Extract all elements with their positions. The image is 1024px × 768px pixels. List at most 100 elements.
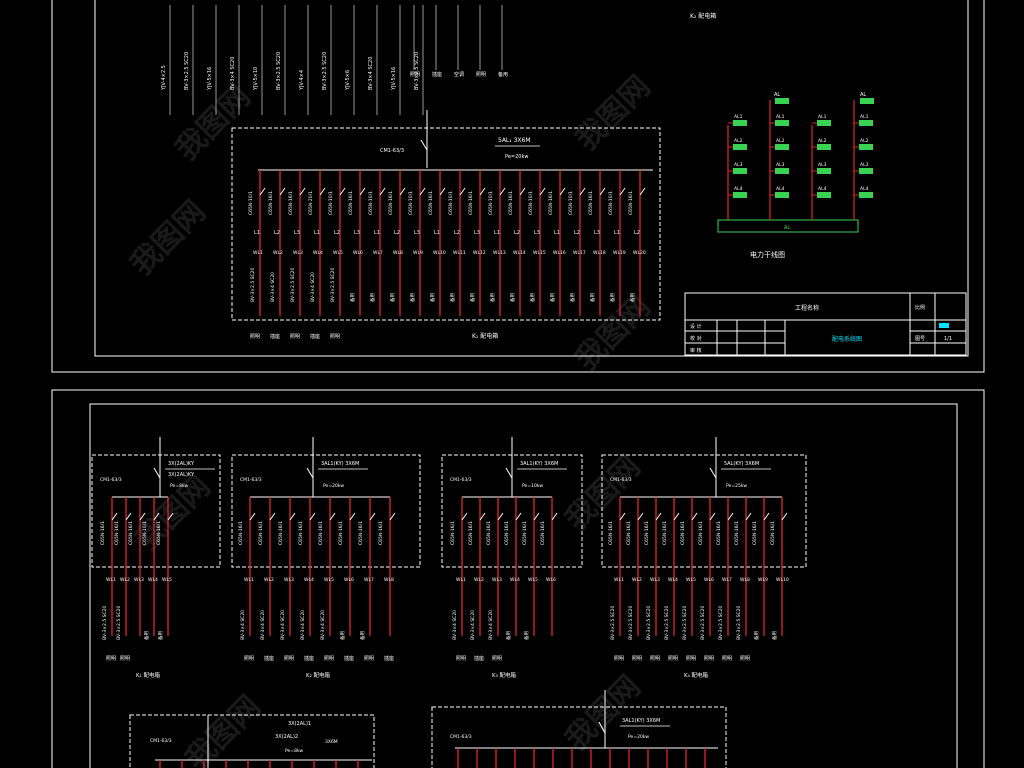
- drawing-name: 配电系统图: [832, 335, 862, 343]
- circuit-id: WL3: [293, 250, 303, 256]
- cable-label: 备用: [771, 631, 778, 640]
- riser-node-label: AL4: [776, 186, 785, 192]
- phase-label: L2: [574, 230, 580, 236]
- box-caption: K₁ 配电箱: [136, 671, 161, 679]
- cable-label: 备用: [389, 293, 396, 302]
- circuit-id: WL13: [493, 250, 506, 256]
- panel-box-frame: [129, 714, 375, 768]
- main-breaker-label: CM1-63/3: [380, 148, 404, 154]
- main-breaker-label: CM1-63/3: [150, 738, 172, 744]
- circuit-breaker-label: C65N-16/1: [428, 191, 434, 215]
- breaker-contact: [259, 187, 266, 196]
- drawing-no-label: 图号: [915, 336, 925, 342]
- circuit-breaker-label: C65N-10/1: [488, 191, 494, 215]
- circuit-breaker-label: C65N-16/1: [468, 521, 474, 545]
- circuit-id: WL4: [510, 577, 520, 583]
- phase-label: L1: [254, 230, 260, 236]
- riser-caption: 电力干线图: [750, 250, 785, 259]
- main-breaker-label: CM1-63/3: [450, 477, 472, 483]
- circuit-breaker-label: C65N-10/1: [568, 191, 574, 215]
- circuit-breaker-label: C65N-10/1: [608, 191, 614, 215]
- riser-node-label: AL2: [734, 138, 743, 144]
- phase-label: L3: [594, 230, 600, 236]
- circuit-breaker-label: C65N-16/1: [114, 521, 120, 545]
- phase-label: L2: [454, 230, 460, 236]
- circuit-breaker-label: C65N-16/1: [258, 521, 264, 545]
- circuit-id: WL2: [120, 577, 130, 583]
- breaker-contact: [369, 512, 376, 521]
- riser-node-label: AL3: [818, 162, 827, 168]
- circuit-id: WL11: [453, 250, 466, 256]
- circuit-breaker-label: C65N-10/1: [142, 521, 148, 545]
- breaker-contact: [299, 187, 306, 196]
- cable-label: BV-3×4 SC20: [260, 610, 266, 640]
- cable-label: BV-3×2.5 SC20: [646, 606, 652, 640]
- breaker-contact: [763, 512, 770, 521]
- breaker-contact: [599, 187, 606, 196]
- base-busbar: [717, 219, 859, 233]
- breaker-contact: [619, 512, 626, 521]
- incoming-spec: 3AL1(KY) 3X6M: [321, 461, 359, 467]
- load-label: 照明: [686, 656, 696, 662]
- incoming-sub: Pe=25kw: [726, 483, 747, 489]
- drawing-frame-bottom: [89, 403, 958, 768]
- circuit-breaker-label: C65N-10/1: [368, 191, 374, 215]
- circuit-id: WL3: [134, 577, 144, 583]
- load-label: 备用: [498, 71, 508, 78]
- riser-node-label: AL3: [734, 162, 743, 168]
- breaker-contact: [519, 187, 526, 196]
- cable-label: BV-3×2.5 SC20: [682, 606, 688, 640]
- load-label: 插座: [384, 655, 394, 662]
- circuit-id: WL7: [373, 250, 383, 256]
- cable-spec: YJV-5×16: [207, 67, 213, 91]
- breaker-contact: [279, 187, 286, 196]
- circuit-id: WL1: [614, 577, 624, 583]
- breaker-contact: [533, 512, 540, 521]
- circuit-breaker-label: C65N-10/1: [328, 191, 334, 215]
- breaker-contact: [329, 512, 336, 521]
- circuit-id: WL3: [284, 577, 294, 583]
- circuit-breaker-label: C65N-10/1: [528, 191, 534, 215]
- circuit-breaker-label: C65N-16/1: [156, 521, 162, 545]
- cable-spec: YJV-4×4: [299, 70, 305, 91]
- cable-label: BV-3×2.5 SC20: [290, 268, 296, 302]
- cable-label: BV-3×2.5 SC20: [664, 606, 670, 640]
- load-label: 照明: [284, 656, 294, 662]
- circuit-breaker-label: C65N-16/1: [238, 521, 244, 545]
- circuit-id: WL14: [513, 250, 526, 256]
- breaker-contact: [309, 512, 316, 521]
- circuit-id: WL2: [632, 577, 642, 583]
- cable-label: BV-3×4 SC20: [470, 610, 476, 640]
- cable-label: BV-3×2.5 SC20: [736, 606, 742, 640]
- riser-node-block: [859, 120, 873, 126]
- riser-node-block: [775, 98, 789, 104]
- main-breaker-contact: [709, 467, 717, 479]
- base-label: AL: [784, 225, 790, 231]
- riser-node-block: [775, 168, 789, 174]
- circuit-breaker-label: C65N-16/1: [548, 191, 554, 215]
- circuit-id: WL5: [528, 577, 538, 583]
- breaker-contact: [709, 512, 716, 521]
- phase-label: L1: [494, 230, 500, 236]
- load-label: 照明: [740, 656, 750, 662]
- circuit-id: WL18: [593, 250, 606, 256]
- panel-box-k1: [231, 127, 661, 321]
- box-caption: K₃ 配电箱: [492, 671, 517, 679]
- riser-node-label: AL2: [776, 138, 785, 144]
- circuit-breaker-label: C65N-16/1: [626, 521, 632, 545]
- riser-node-label: AL1: [818, 114, 827, 120]
- circuit-id: WL7: [364, 577, 374, 583]
- load-label: 照明: [614, 656, 624, 662]
- incoming-sub: Pe=8kw: [285, 748, 304, 754]
- breaker-contact: [319, 187, 326, 196]
- circuit-id: WL15: [533, 250, 546, 256]
- circuit-id: WL9: [758, 577, 768, 583]
- phase-label: L2: [514, 230, 520, 236]
- circuit-id: WL6: [546, 577, 556, 583]
- circuit-breaker-label: C65N-16/1: [522, 521, 528, 545]
- riser-node-label: AL3: [860, 162, 869, 168]
- circuit-id: WL8: [393, 250, 403, 256]
- circuit-id: WL8: [384, 577, 394, 583]
